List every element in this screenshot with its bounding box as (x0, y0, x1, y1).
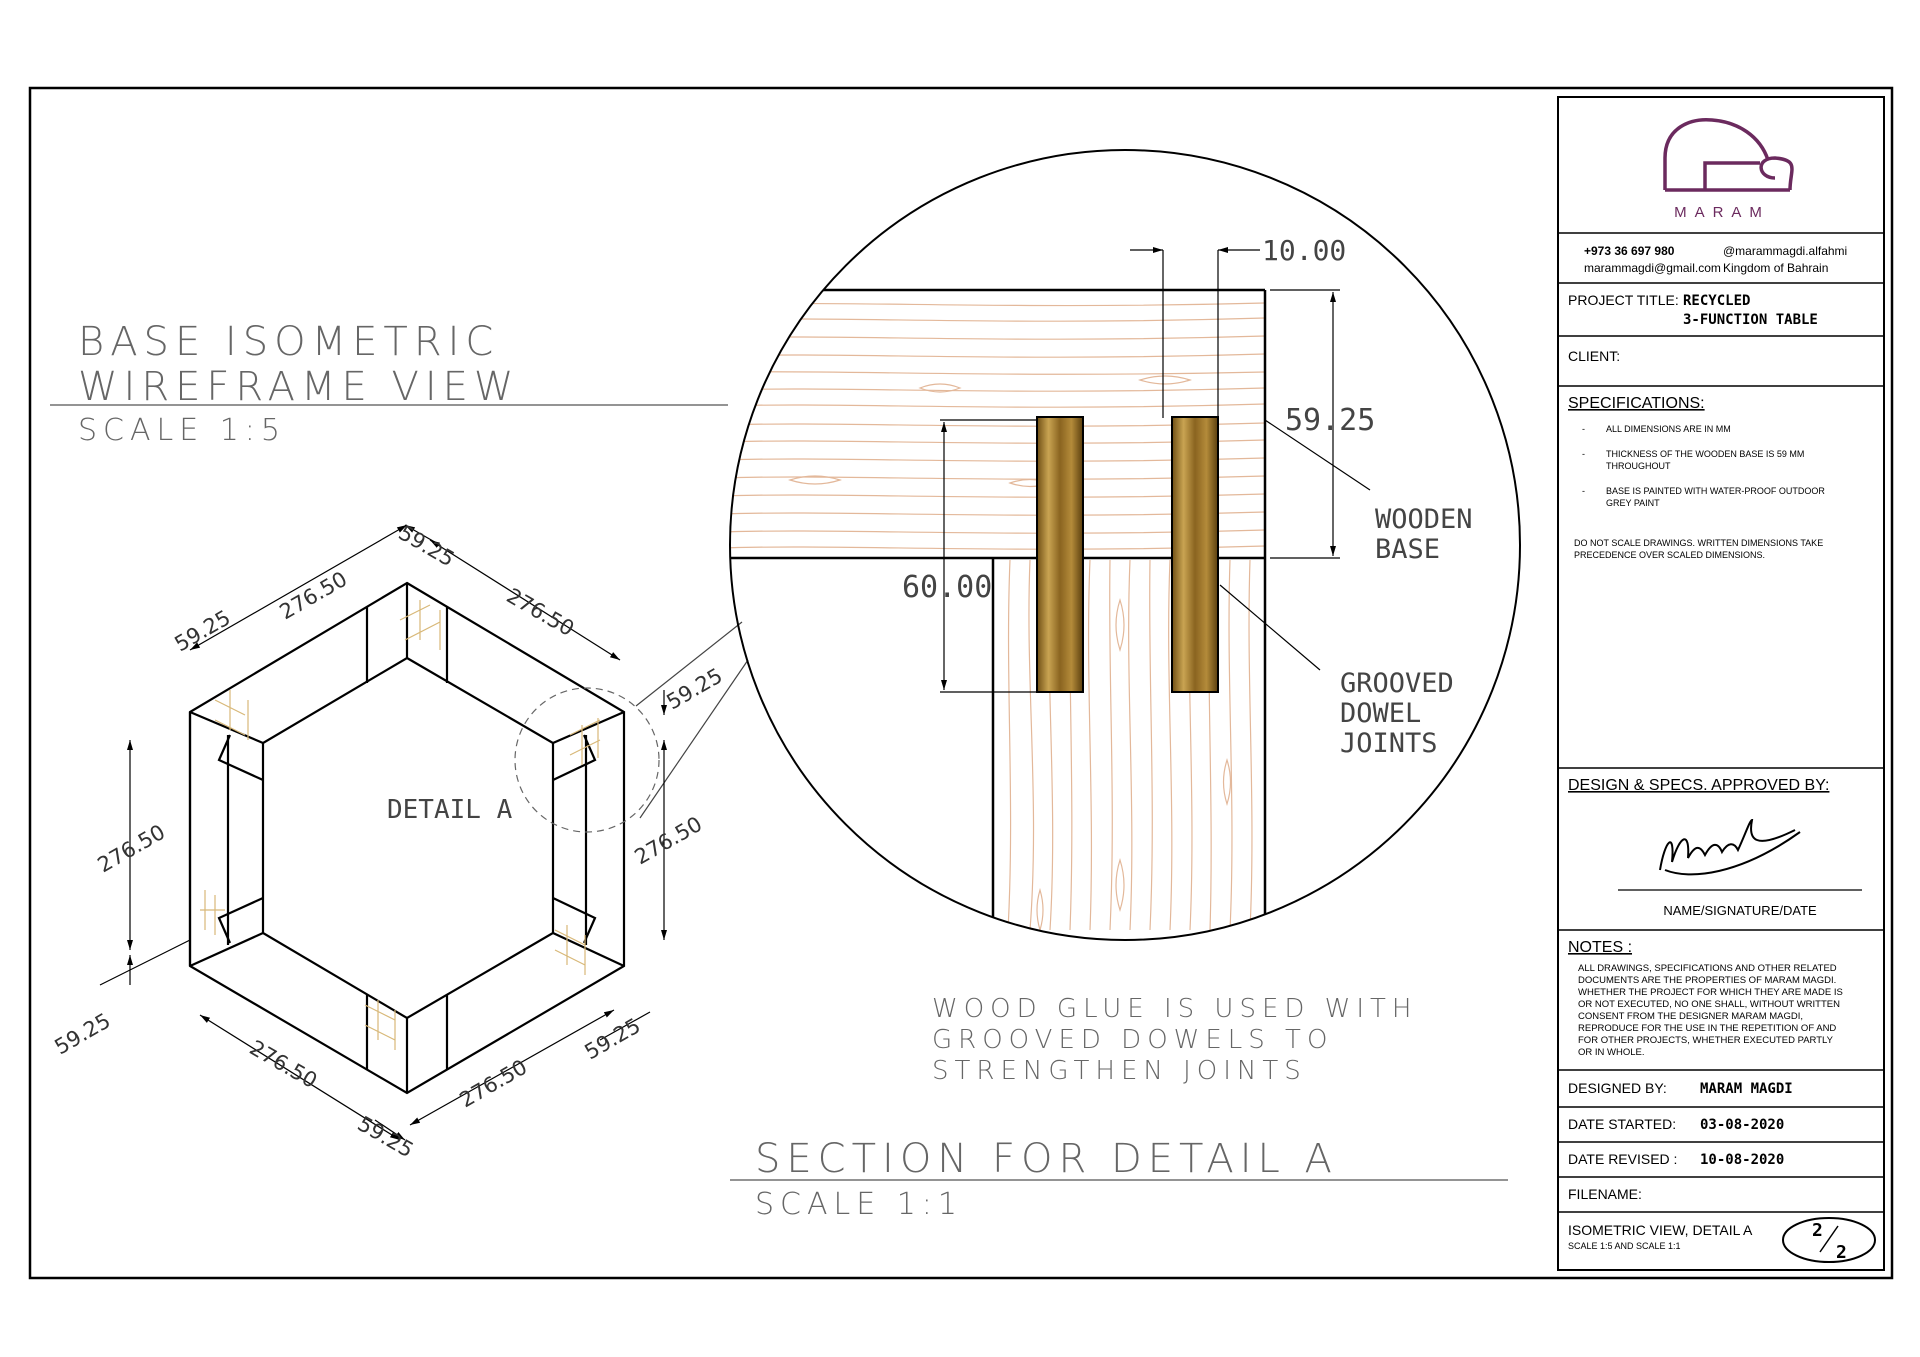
section-scale: SCALE 1:1 (755, 1187, 963, 1222)
dowel-right (1171, 416, 1219, 693)
brand-name: MARAM (1674, 204, 1770, 221)
iso-scale: SCALE 1:5 (78, 413, 286, 448)
note-line-7: FOR OTHER PROJECTS, WHETHER EXECUTED PAR… (1578, 1035, 1834, 1046)
project-title-line2: 3-FUNCTION TABLE (1683, 312, 1818, 328)
spec-1: ALL DIMENSIONS ARE IN MM (1606, 424, 1731, 434)
detail-a-circle (514, 687, 660, 833)
spec-3b: GREY PAINT (1606, 498, 1660, 508)
dim-dowel-width: 10.00 (1262, 234, 1346, 267)
label-dowel-joints-2: DOWEL (1340, 698, 1421, 729)
dim-top-left-outer: 276.50 (276, 567, 352, 625)
dowel-left (1036, 416, 1084, 693)
date-started-value: 03-08-2020 (1700, 1117, 1784, 1133)
signature-caption: NAME/SIGNATURE/DATE (1663, 903, 1817, 918)
dim-bottom-right-corner: 59.25 (581, 1013, 645, 1064)
dim-top: 59.25 (395, 521, 459, 572)
section-title: SECTION FOR DETAIL A (755, 1136, 1338, 1182)
dim-bottom-left-outer: 276.50 (246, 1036, 322, 1094)
dowel-hints (200, 600, 601, 1050)
spec-2b: THROUGHOUT (1606, 461, 1671, 471)
note-line-1: ALL DRAWINGS, SPECIFICATIONS AND OTHER R… (1578, 963, 1837, 974)
specs-label: SPECIFICATIONS: (1568, 395, 1705, 412)
maram-logo (1663, 118, 1794, 192)
filename-label: FILENAME: (1568, 1186, 1642, 1202)
detail-leader-1 (635, 621, 743, 707)
dim-bottom-left-corner: 59.25 (51, 1008, 115, 1059)
note-line-4: OR NOT EXECUTED, NO ONE SHALL, WITHOUT W… (1578, 999, 1840, 1010)
date-revised-label: DATE REVISED : (1568, 1151, 1677, 1167)
title-block: MARAM +973 36 697 980 marammagdi@gmail.c… (1557, 96, 1885, 1271)
spec-3: BASE IS PAINTED WITH WATER-PROOF OUTDOOR (1606, 486, 1825, 496)
sheet-total: 2 (1836, 1242, 1847, 1263)
dim-bottom-right-outer: 276.50 (456, 1055, 532, 1113)
note-line-6: REPRODUCE FOR THE USE IN THE REPETITION … (1578, 1023, 1836, 1034)
label-dowel-joints-3: JOINTS (1340, 728, 1438, 759)
spec-2: THICKNESS OF THE WOODEN BASE IS 59 MM (1606, 449, 1804, 459)
glue-note-3: STRENGTHEN JOINTS (932, 1056, 1307, 1086)
note-line-3: WHETHER THE PROJECT FOR WHICH THEY ARE M… (1578, 987, 1843, 998)
detail-leader-2 (639, 659, 749, 819)
sheet-number: 2 (1812, 1220, 1823, 1241)
note-line-5: CONSENT FROM THE DESIGNER MARAM MAGDI, (1578, 1011, 1803, 1022)
note-line-2: DOCUMENTS ARE THE PROPERTIES OF MARAM MA… (1578, 975, 1836, 986)
spec-bullet-3: - (1582, 486, 1585, 496)
scale-note-2: PRECEDENCE OVER SCALED DIMENSIONS. (1574, 550, 1765, 560)
spec-bullet-1: - (1582, 424, 1585, 434)
designed-by-value: MARAM MAGDI (1700, 1081, 1793, 1097)
project-title-label: PROJECT TITLE: (1568, 292, 1679, 308)
contact-location: Kingdom of Bahrain (1723, 261, 1828, 275)
dim-bottom: 59.25 (354, 1112, 418, 1163)
dim-base-thickness: 59.25 (1285, 403, 1375, 438)
contact-phone: +973 36 697 980 (1584, 244, 1675, 258)
label-wooden-base-1: WOODEN (1375, 504, 1473, 535)
detail-a-label: DETAIL A (387, 795, 513, 825)
iso-dimension-lines (99, 524, 667, 1141)
date-started-label: DATE STARTED: (1568, 1116, 1676, 1132)
dim-top-right-outer: 276.50 (503, 584, 579, 642)
dim-left-height: 276.50 (94, 820, 170, 878)
section-detail: 10.00 59.25 60.00 WOODEN BASE GROOVED DO… (729, 149, 1521, 1222)
designed-by-label: DESIGNED BY: (1568, 1080, 1667, 1096)
detail-circle (729, 149, 1521, 941)
isometric-view: BASE ISOMETRIC WIREFRAME VIEW SCALE 1:5 (50, 319, 749, 1163)
vertical-wood-grain (1007, 559, 1253, 933)
sheet-scale: SCALE 1:5 AND SCALE 1:1 (1568, 1241, 1681, 1251)
note-line-8: OR IN WHOLE. (1578, 1047, 1645, 1058)
client-label: CLIENT: (1568, 348, 1620, 364)
date-revised-value: 10-08-2020 (1700, 1152, 1784, 1168)
dim-right-height: 276.50 (631, 812, 707, 870)
sheet-border (28, 86, 1894, 1280)
approved-label: DESIGN & SPECS. APPROVED BY: (1568, 777, 1829, 794)
contact-handle: @marammagdi.alfahmi (1723, 244, 1847, 258)
sheet-number-ellipse (1782, 1217, 1876, 1263)
dim-left-corner: 59.25 (171, 605, 235, 656)
label-wooden-base-2: BASE (1375, 534, 1440, 565)
iso-title-line2: WIREFRAME VIEW (78, 364, 519, 410)
project-title-line1: RECYCLED (1683, 293, 1750, 309)
contact-email: marammagdi@gmail.com (1584, 261, 1721, 275)
section-dimension-lines (940, 247, 1371, 693)
dim-dowel-depth: 60.00 (902, 570, 992, 605)
scale-note-1: DO NOT SCALE DRAWINGS. WRITTEN DIMENSION… (1574, 538, 1823, 548)
spec-bullet-2: - (1582, 449, 1585, 459)
notes-label: NOTES : (1568, 939, 1632, 956)
signature (1659, 818, 1801, 876)
glue-note-1: WOOD GLUE IS USED WITH (932, 994, 1417, 1024)
sheet-title: ISOMETRIC VIEW, DETAIL A (1568, 1222, 1753, 1238)
dim-right-corner: 59.25 (663, 663, 727, 714)
iso-title-line1: BASE ISOMETRIC (78, 319, 499, 365)
glue-note-2: GROOVED DOWELS TO (932, 1025, 1333, 1055)
label-dowel-joints-1: GROOVED (1340, 668, 1454, 699)
hexagon-wireframe (188, 581, 626, 1095)
